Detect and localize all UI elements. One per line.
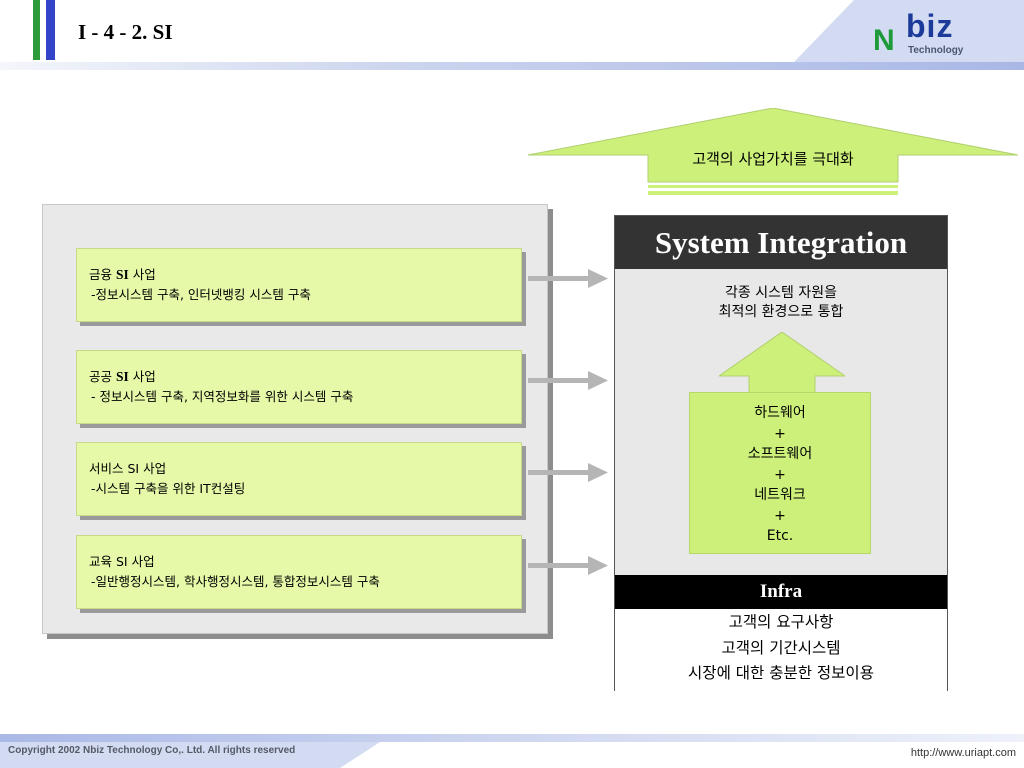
card-title-bold: SI [115, 267, 129, 282]
goal-up-arrow [528, 108, 1018, 195]
card-description: -일반행정시스템, 학사행정시스템, 통합정보시스템 구축 [91, 574, 380, 589]
business-card: 공공 SI 사업 - 정보시스템 구축, 지역정보화를 위한 시스템 구축 [76, 350, 526, 428]
card-title: 서비스 SI 사업 [89, 459, 521, 479]
header-accent-blue [46, 0, 55, 60]
footer-divider [0, 734, 1024, 742]
connector-arrow [528, 556, 608, 575]
footer-copyright: Copyright 2002 Nbiz Technology Co,. Ltd.… [8, 745, 296, 756]
goal-label: 고객의 사업가치를 극대화 [692, 150, 854, 168]
component-plus: + [774, 425, 786, 442]
infra-item: 고객의 요구사항 [728, 613, 834, 631]
system-integration-box: System Integration 각종 시스템 자원을 최적의 환경으로 통… [614, 215, 948, 691]
business-card: 교육 SI 사업 -일반행정시스템, 학사행정시스템, 통합정보시스템 구축 [76, 535, 526, 613]
card-face: 금융 SI 사업 -정보시스템 구축, 인터넷뱅킹 시스템 구축 [76, 248, 522, 322]
card-title-bold: SI [115, 369, 129, 384]
header-divider [0, 62, 1024, 70]
si-description: 각종 시스템 자원을 최적의 환경으로 통합 [615, 284, 947, 322]
logo-technology: Technology [908, 45, 964, 56]
header-accent-green [33, 0, 40, 60]
component-item: Etc. [766, 528, 794, 544]
component-item: 네트워크 [754, 487, 806, 503]
component-item: 하드웨어 [754, 405, 806, 421]
header-decor-wedge [794, 0, 1024, 62]
card-title: 교육 SI 사업 [89, 552, 521, 572]
logo-n: N [873, 24, 895, 57]
footer-decor-wedge [0, 742, 380, 768]
component-plus: + [774, 466, 786, 483]
card-title-prefix: 공공 [89, 369, 116, 384]
card-description: - 정보시스템 구축, 지역정보화를 위한 시스템 구축 [91, 389, 354, 404]
si-components-box: 하드웨어 + 소프트웨어 + 네트워크 + Etc. [689, 392, 871, 554]
card-description: -정보시스템 구축, 인터넷뱅킹 시스템 구축 [91, 287, 311, 302]
card-title-suffix: 사업 [128, 369, 156, 384]
card-face: 교육 SI 사업 -일반행정시스템, 학사행정시스템, 통합정보시스템 구축 [76, 535, 522, 609]
si-desc-line: 최적의 환경으로 통합 [718, 304, 844, 320]
footer-url: http://www.uriapt.com [910, 747, 1016, 759]
logo-biz: biz [906, 8, 954, 44]
component-plus: + [774, 507, 786, 524]
integration-up-arrow [719, 332, 845, 394]
component-item: 소프트웨어 [747, 446, 813, 462]
si-desc-line: 각종 시스템 자원을 [725, 285, 837, 301]
si-heading: System Integration [615, 216, 947, 269]
connector-arrow [528, 463, 608, 482]
page-title: I - 4 - 2. SI [78, 20, 173, 44]
card-title-prefix: 교육 SI 사업 [89, 554, 155, 569]
connector-arrow [528, 269, 608, 288]
card-title-prefix: 서비스 SI 사업 [89, 461, 167, 476]
infra-label: Infra [615, 575, 947, 609]
infra-items: 고객의 요구사항 고객의 기간시스템 시장에 대한 충분한 정보이용 [615, 609, 947, 691]
card-title-prefix: 금융 [89, 267, 116, 282]
infra-item: 고객의 기간시스템 [721, 638, 841, 657]
card-title: 공공 SI 사업 [89, 367, 521, 387]
connector-arrow [528, 371, 608, 390]
card-title-suffix: 사업 [128, 267, 156, 282]
infra-item: 시장에 대한 충분한 정보이용 [688, 664, 874, 682]
card-title: 금융 SI 사업 [89, 265, 521, 285]
card-description: -시스템 구축을 위한 IT컨설팅 [91, 481, 246, 496]
business-card: 금융 SI 사업 -정보시스템 구축, 인터넷뱅킹 시스템 구축 [76, 248, 526, 326]
business-card: 서비스 SI 사업 -시스템 구축을 위한 IT컨설팅 [76, 442, 526, 520]
card-face: 공공 SI 사업 - 정보시스템 구축, 지역정보화를 위한 시스템 구축 [76, 350, 522, 424]
card-face: 서비스 SI 사업 -시스템 구축을 위한 IT컨설팅 [76, 442, 522, 516]
